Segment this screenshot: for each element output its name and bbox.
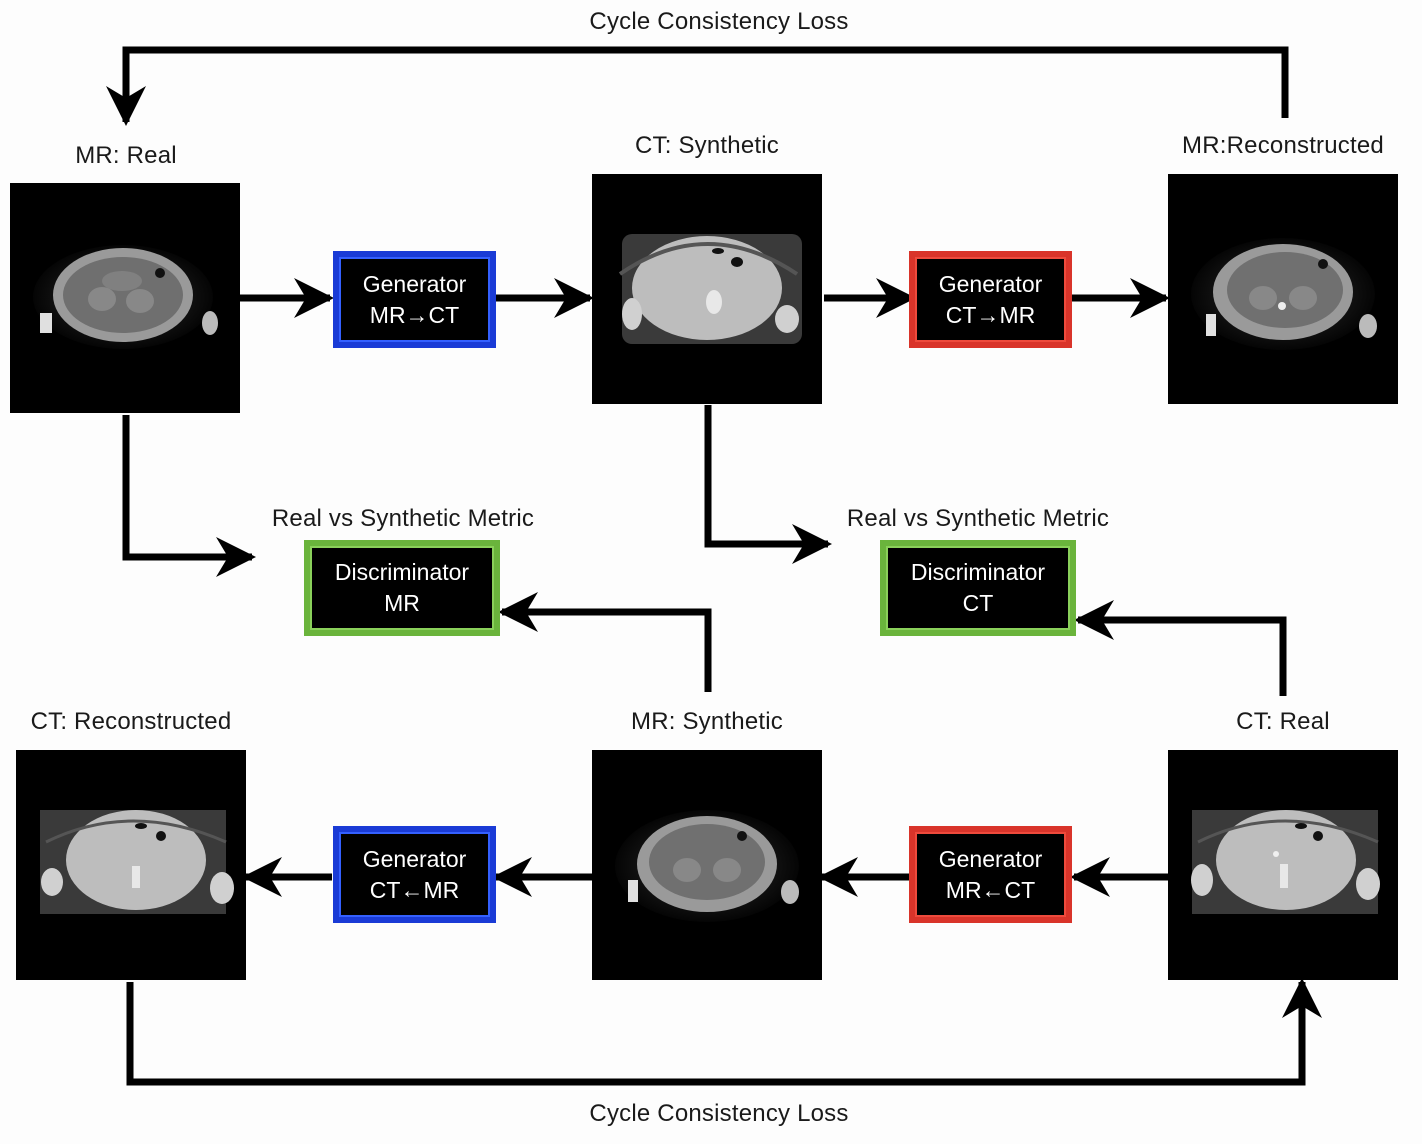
generator-title: Generator bbox=[362, 270, 467, 297]
generator-direction: CT←MR bbox=[369, 876, 460, 903]
mr-real-label: MR: Real bbox=[75, 142, 177, 169]
discriminator-title: Discriminator bbox=[334, 559, 470, 585]
generator-direction: MR←CT bbox=[945, 876, 1036, 903]
ct-synthetic-image bbox=[592, 174, 822, 404]
top-cycle-loss-arrow bbox=[106, 46, 1289, 126]
discriminator-mr: Discriminator MR bbox=[304, 540, 500, 636]
disc-ct-caption: Real vs Synthetic Metric bbox=[846, 505, 1110, 532]
discriminator-title: Discriminator bbox=[910, 559, 1046, 585]
generator-direction: MR→CT bbox=[369, 301, 460, 328]
mr-real-image bbox=[10, 183, 240, 413]
mr-reconstructed-image bbox=[1168, 174, 1398, 404]
mr-synthetic-image bbox=[592, 750, 822, 980]
mr-synthetic-label: MR: Synthetic bbox=[631, 708, 783, 735]
generator-mr-from-ct: Generator MR←CT bbox=[909, 826, 1072, 923]
generator-mr-to-ct: Generator MR→CT bbox=[333, 251, 496, 348]
generator-title: Generator bbox=[362, 845, 467, 872]
ct-reconstructed-label: CT: Reconstructed bbox=[30, 708, 232, 735]
bottom-cycle-loss-label: Cycle Consistency Loss bbox=[589, 1100, 849, 1127]
disc-mr-caption: Real vs Synthetic Metric bbox=[271, 505, 535, 532]
ct-real-label: CT: Real bbox=[1236, 708, 1330, 735]
mr-scan-graphic bbox=[615, 810, 799, 922]
arrow-mr-synthetic-to-disc-mr bbox=[498, 592, 712, 692]
generator-ct-to-mr: Generator CT→MR bbox=[909, 251, 1072, 348]
mr-reconstructed-label: MR:Reconstructed bbox=[1182, 132, 1384, 159]
mr-scan-graphic bbox=[33, 245, 218, 349]
ct-reconstructed-image bbox=[16, 750, 246, 980]
arrow-ct-real-to-disc-ct bbox=[1074, 600, 1287, 696]
discriminator-domain: MR bbox=[384, 590, 420, 616]
ct-scan-graphic bbox=[618, 234, 802, 344]
top-cycle-loss-label: Cycle Consistency Loss bbox=[589, 8, 849, 35]
generator-title: Generator bbox=[938, 270, 1043, 297]
generator-title: Generator bbox=[938, 845, 1043, 872]
ct-synthetic-label: CT: Synthetic bbox=[635, 132, 779, 159]
bottom-cycle-loss-arrow bbox=[126, 978, 1322, 1086]
generator-direction: CT→MR bbox=[945, 301, 1036, 328]
discriminator-ct: Discriminator CT bbox=[880, 540, 1076, 636]
arrow-mr-real-to-disc-mr bbox=[122, 415, 256, 577]
discriminator-domain: CT bbox=[962, 590, 994, 616]
generator-ct-from-mr: Generator CT←MR bbox=[333, 826, 496, 923]
ct-real-image bbox=[1168, 750, 1398, 980]
ct-scan-graphic bbox=[40, 810, 234, 914]
ct-scan-graphic bbox=[1191, 810, 1380, 914]
mr-scan-graphic bbox=[1191, 238, 1377, 350]
arrow-ct-synthetic-to-disc-ct bbox=[704, 405, 832, 564]
